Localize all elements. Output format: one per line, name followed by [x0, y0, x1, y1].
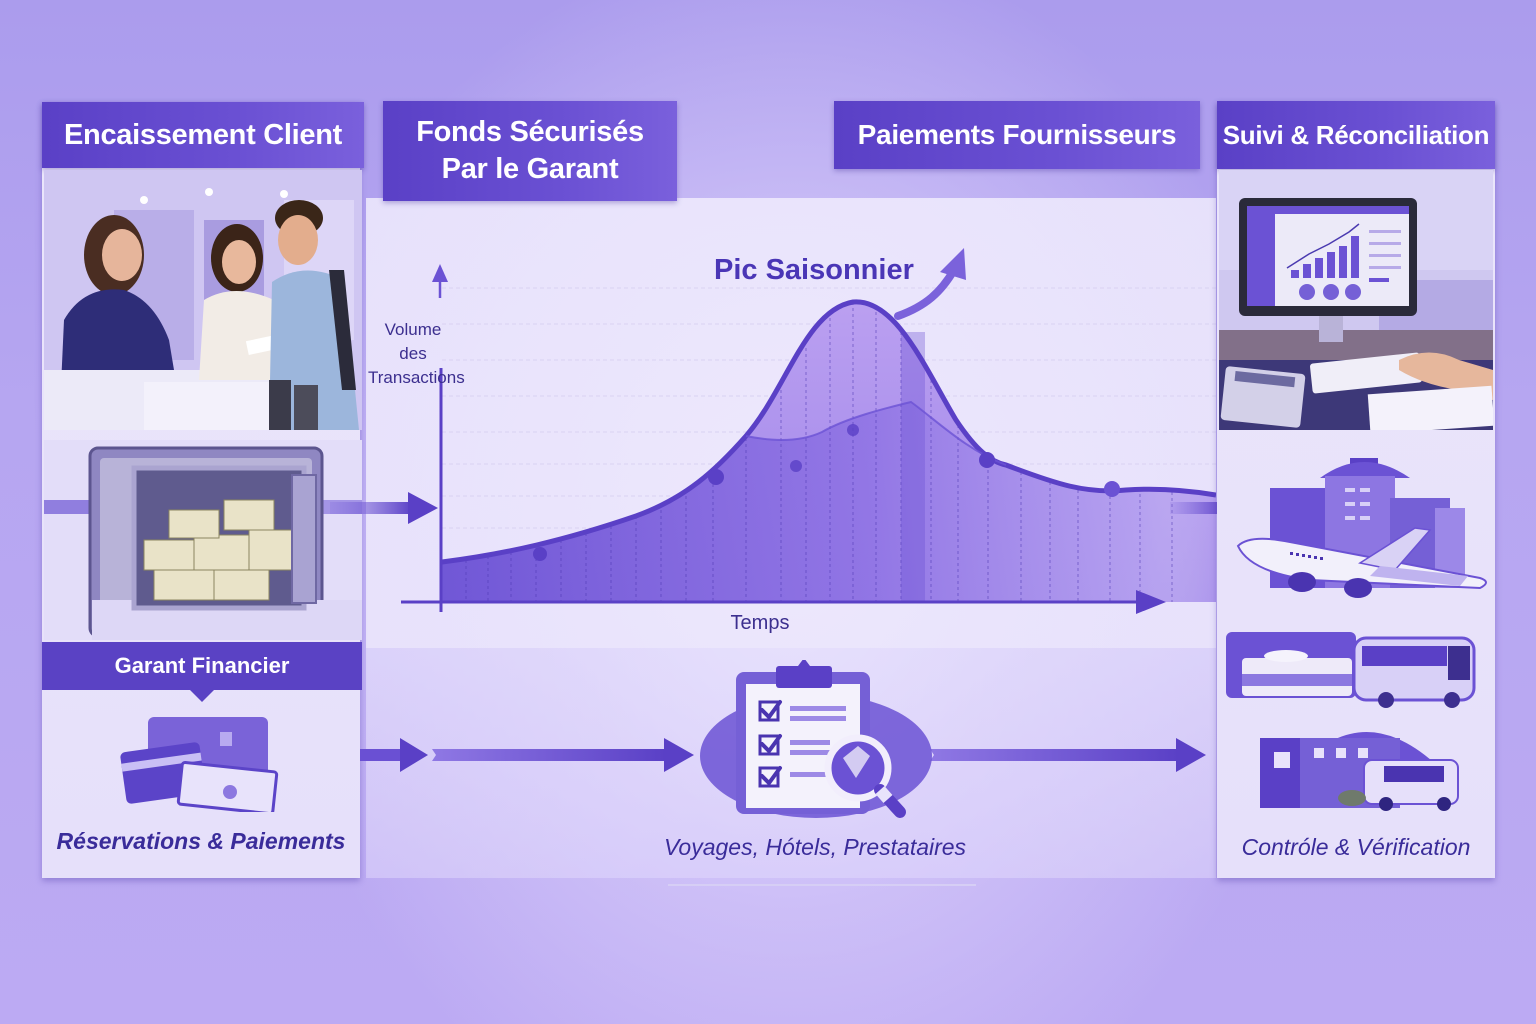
building-van-icon — [1260, 732, 1459, 811]
header-line-1: Fonds Sécurisés — [416, 116, 644, 148]
arrow-vault-to-chart — [330, 490, 440, 526]
header-label: Paiements Fournisseurs — [857, 119, 1177, 150]
x-label-text: Temps — [730, 612, 790, 634]
peak-arrow — [894, 266, 958, 320]
arrow-right-icon — [330, 492, 438, 524]
money-stacks — [143, 499, 295, 601]
header-line-2: Par le Garant — [441, 153, 619, 185]
clipboard-checklist-illustration — [698, 658, 934, 835]
arrow-clipboard-to-control — [930, 738, 1208, 772]
x-axis-arrowhead — [1136, 590, 1166, 614]
vault-illustration — [44, 440, 362, 640]
volume-line — [441, 299, 1217, 565]
caption-text: Réservations & Paiements — [56, 828, 346, 854]
header-fonds-securises: Fonds Sécurisés Par le Garant — [383, 101, 677, 201]
y-axis-arrowhead — [432, 264, 448, 282]
base-area — [442, 402, 1216, 602]
peak-arrowhead — [940, 248, 966, 280]
header-paiements-fournisseurs: Paiements Fournisseurs — [834, 101, 1200, 169]
peak-annotation: Pic Saisonnier — [714, 254, 914, 287]
y-axis-label: Volume des Transactions — [368, 318, 465, 390]
hotel-airplane-illustration — [1230, 448, 1492, 618]
arrow-center-to-clipboard — [432, 738, 696, 772]
controle-verification-caption: Contróle & Vérification — [1217, 834, 1495, 861]
checklist-magnifier-icon — [700, 658, 932, 818]
bed-bus-icon — [1226, 632, 1476, 708]
computer-dashboard-illustration — [1219, 170, 1493, 430]
banner-pointer — [190, 690, 214, 702]
credit-cards-icon — [120, 717, 279, 816]
header-label: Suivi & Réconciliation — [1222, 119, 1490, 150]
arrow-right-icon — [360, 738, 428, 772]
arrow-right-icon — [432, 738, 694, 772]
column-dividers — [465, 302, 1173, 602]
y-label-line-1: Volume — [384, 320, 442, 339]
area-chart — [401, 248, 1217, 614]
caption-text: Contróle & Vérification — [1241, 834, 1471, 860]
y-label-line-2: des — [399, 344, 427, 363]
reservations-paiements-caption: Réservations & Paiements — [42, 828, 360, 855]
airplane-hotel-icon — [1236, 458, 1487, 598]
travel-agency-photo — [44, 170, 362, 430]
bed-bus-illustration — [1226, 628, 1488, 710]
peak-annotation-text: Pic Saisonnier — [714, 254, 914, 286]
safe-with-money-icon — [44, 440, 362, 640]
arrow-cards-to-center — [360, 738, 432, 772]
base-line — [745, 400, 1007, 466]
x-axis-label: Temps — [700, 611, 820, 635]
travel-counter-illustration — [44, 170, 362, 430]
y-label-line-3: Transactions — [368, 368, 465, 387]
data-markers — [533, 424, 1120, 561]
voyages-hotels-caption: Voyages, Hótels, Prestataires — [630, 834, 1000, 861]
caption-underline — [668, 884, 976, 886]
payment-cards-illustration — [120, 712, 280, 816]
header-encaissement-client: Encaissement Client — [42, 102, 364, 168]
arrow-right-icon — [930, 738, 1206, 772]
header-suivi-reconciliation: Suivi & Réconciliation — [1217, 101, 1495, 169]
garant-financier-banner: Garant Financier — [42, 642, 362, 690]
seasonal-peak-chart — [366, 240, 1217, 650]
caption-text: Voyages, Hótels, Prestataires — [663, 834, 967, 860]
garant-label: Garant Financier — [114, 653, 290, 678]
header-label: Encaissement Client — [64, 118, 342, 151]
building-van-illustration — [1244, 712, 1480, 812]
accounting-dashboard-photo — [1219, 170, 1493, 430]
